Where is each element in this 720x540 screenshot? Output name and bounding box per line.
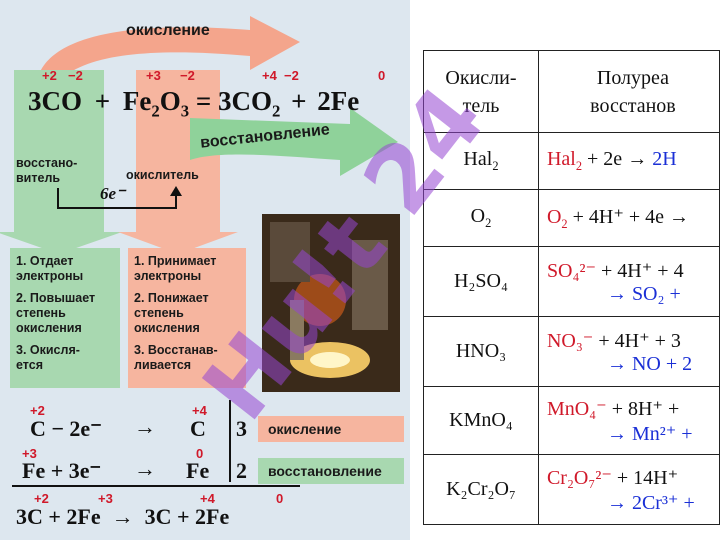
main-equation: 3CO + Fe2O3 = 3CO2 + 2Fe — [28, 86, 359, 121]
half-reaction-cell: NO₃⁻ + 4H⁺ + 3→ NO + 2 — [537, 316, 720, 387]
oxidizer-cell: KMnO₄ — [423, 386, 539, 455]
oxidizer-item: 3. Восстанав- ливается — [134, 343, 218, 372]
reducer-list: 1. Отдает электроны 2. Повышает степень … — [16, 254, 120, 373]
reducer-item: 2. Повышает степень окисления — [16, 291, 96, 335]
table-row: Hal2 Hal2 + 2e → 2H — [423, 132, 720, 190]
oxidizer-list: 1. Принимает электроны 2. Понижает степе… — [134, 254, 246, 373]
eq-plus2: + — [291, 86, 307, 116]
half-reaction-cell: SO₄²⁻ + 4H⁺ + 4→ SO₂ + — [537, 246, 720, 317]
oxidizer-table: Окисли- тель Полуреа восстанов Hal2 Hal2… — [423, 50, 720, 525]
reduction-tag-bg — [258, 458, 404, 484]
reducer-item: 1. Отдает электроны — [16, 254, 84, 283]
bal2-arrow: → — [134, 456, 156, 481]
eq-product2: 2Fe — [317, 86, 360, 116]
poster-shapes — [0, 16, 404, 487]
ox-state-o2: −2 — [180, 68, 195, 83]
bal1-ox-right: +4 — [192, 403, 207, 418]
sum-ox-2: +3 — [98, 491, 113, 506]
eq-product1: 3CO2 — [218, 86, 281, 121]
reduction-arrow-shape — [190, 108, 398, 176]
oxidizer-item: 1. Принимает электроны — [134, 254, 217, 283]
bal1-coef: 3 — [236, 416, 247, 441]
ox-state-c: +2 — [42, 68, 57, 83]
sum-ox-3: +4 — [200, 491, 215, 506]
reducer-list-box — [10, 248, 120, 388]
sum-ox-4: 0 — [276, 491, 284, 506]
balance-row-1: C − 2e⁻ — [30, 416, 102, 441]
ox-state-o1: −2 — [68, 68, 83, 83]
ox-state-fe: +3 — [146, 68, 161, 83]
redox-poster: окисление +2 −2 +3 −2 +4 −2 0 3CO + Fe2O… — [0, 0, 410, 540]
eq-plus1: + — [94, 86, 111, 116]
summary-equation: 3C + 2Fe → 3C + 2Fe — [16, 504, 230, 529]
table-row: HNO₃ NO₃⁻ + 4H⁺ + 3→ NO + 2 — [423, 316, 720, 387]
half-reaction-cell: O2 + 4H⁺ + 4e → — [537, 189, 720, 247]
bal2-coef: 2 — [236, 458, 247, 483]
sum-ox-1: +2 — [34, 491, 49, 506]
eq-equals: = — [195, 86, 212, 116]
balance-row-2: Fe + 3e⁻ — [22, 458, 102, 483]
oxidation-arrow-shape — [40, 16, 300, 80]
oxidizer-item: 2. Понижает степень окисления — [134, 291, 209, 335]
bal2-rhs: Fe — [186, 458, 210, 483]
table-header-row: Окисли- тель Полуреа восстанов — [423, 50, 720, 133]
bal2-ox-left: +3 — [22, 446, 37, 461]
table-row: K₂Cr₂O₇ Cr₂O₇²⁻ + 14H⁺→ 2Cr³⁺ + — [423, 454, 720, 525]
ox-state-fe2: 0 — [378, 68, 386, 83]
electron-transfer-line — [57, 188, 177, 209]
eq-reactant1: 3CO — [28, 86, 82, 116]
ox-state-o3: −2 — [284, 68, 299, 83]
oxidizer-label: окислитель — [126, 168, 199, 182]
reduction-tag: восстановление — [268, 463, 382, 479]
electron-count: 6e⁻ — [100, 184, 126, 203]
bal2-ox-right: 0 — [196, 446, 204, 461]
reducer-label: восстано- витель — [16, 156, 78, 185]
bal1-arrow: → — [134, 414, 156, 439]
table-row: O2 O2 + 4H⁺ + 4e → — [423, 189, 720, 247]
oxidizer-list-box — [128, 248, 246, 388]
oxidizer-cell: K₂Cr₂O₇ — [423, 454, 539, 525]
ox-state-c2: +4 — [262, 68, 277, 83]
oxidation-tag-bg — [258, 416, 404, 442]
oxidation-tag: окисление — [268, 421, 342, 437]
bal1-ox-left: +2 — [30, 403, 45, 418]
eq-reactant2: Fe2O3 — [122, 86, 190, 121]
half-reaction-cell: Hal2 + 2e → 2H — [537, 132, 720, 190]
oxidizer-cell: HNO₃ — [423, 316, 539, 387]
reducer-item: 3. Окисля- ется — [16, 343, 80, 372]
table-row: H₂SO₄ SO₄²⁻ + 4H⁺ + 4→ SO₂ + — [423, 246, 720, 317]
table-header-half-reaction: Полуреа восстанов — [537, 50, 720, 133]
oxidizer-cell: Hal2 — [423, 132, 539, 190]
oxidation-arrow-label: окисление — [126, 22, 210, 39]
oxidizer-cell: H₂SO₄ — [423, 246, 539, 317]
half-reaction-cell: MnO₄⁻ + 8H⁺ +→ Mn²⁺ + — [537, 386, 720, 455]
half-reaction-cell: Cr₂O₇²⁻ + 14H⁺→ 2Cr³⁺ + — [537, 454, 720, 525]
bal1-rhs: C — [190, 416, 206, 441]
table-row: KMnO₄ MnO₄⁻ + 8H⁺ +→ Mn²⁺ + — [423, 386, 720, 455]
